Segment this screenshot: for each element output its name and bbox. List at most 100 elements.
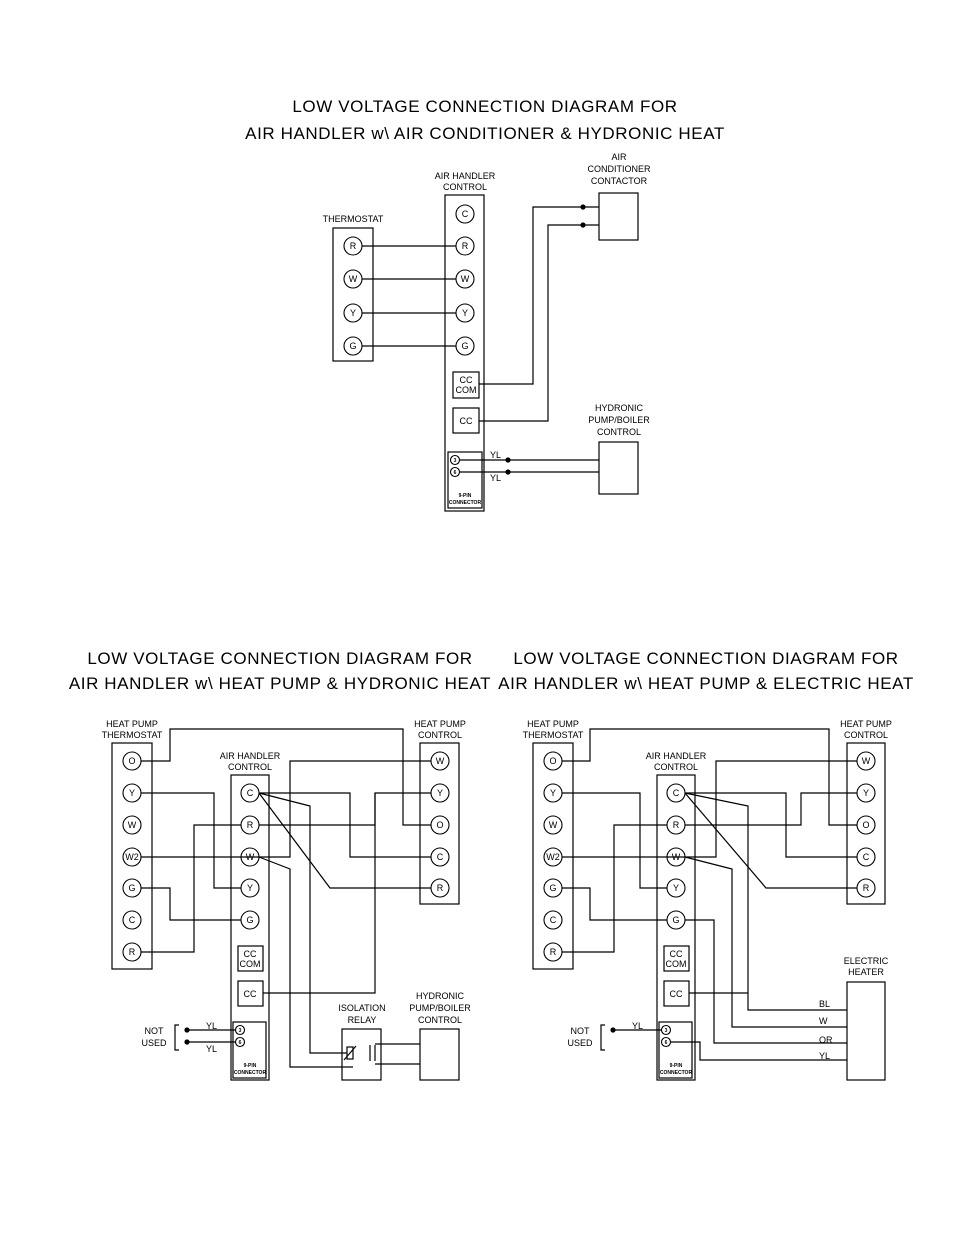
d2-pump-label-line1: HYDRONIC	[416, 991, 465, 1001]
d2-cc-com-label-line2: COM	[240, 959, 261, 969]
d3-thermostat-terminal: G	[543, 878, 563, 898]
d2-not-used-line2: USED	[141, 1038, 167, 1048]
d2-cc-com-terminal	[237, 945, 264, 972]
d3-thermostat-terminal: C	[543, 910, 563, 930]
d3-pin-6: 6	[660, 1036, 672, 1048]
svg-text:6: 6	[239, 1040, 242, 1046]
d1-connector-label-line2: CONNECTOR	[449, 500, 482, 506]
d3-air-handler-terminal: C	[666, 783, 686, 803]
d2-air-handler-terminal: C	[240, 783, 260, 803]
d2-thermostat-terminal: G	[122, 878, 142, 898]
svg-text:R: R	[437, 883, 444, 893]
d3-thermostat-terminal: W	[543, 815, 563, 835]
d2-thermostat-label-line1: HEAT PUMP	[106, 719, 158, 729]
d2-hp-control-label-line1: HEAT PUMP	[414, 719, 466, 729]
svg-text:O: O	[862, 820, 869, 830]
d2-9pin-connector	[232, 1021, 267, 1079]
d3-hp-control-terminal: W	[856, 751, 876, 771]
svg-text:O: O	[436, 820, 443, 830]
svg-text:R: R	[550, 947, 557, 957]
d2-thermostat-label-line2: THERMOSTAT	[102, 730, 163, 740]
svg-text:R: R	[462, 241, 469, 251]
d3-heater-box	[846, 981, 886, 1081]
d2-hp-control-terminal: W	[430, 751, 450, 771]
d1-air-handler-label-line2: CONTROL	[443, 182, 487, 192]
d3-thermostat-terminal: W2	[543, 847, 563, 867]
d3-heater-wire-label: W	[819, 1016, 828, 1026]
d3-hp-control-label-line1: HEAT PUMP	[840, 719, 892, 729]
d3-hp-control-terminal: O	[856, 815, 876, 835]
d1-cc-com-terminal	[452, 371, 480, 399]
d2-connector-label-line2: CONNECTOR	[234, 1070, 267, 1076]
d3-thermostat-terminal: O	[543, 751, 563, 771]
d3-heater-wire-label: BL	[819, 999, 830, 1009]
d2-wire-label-yl: YL	[206, 1021, 217, 1031]
svg-text:Y: Y	[863, 788, 869, 798]
d2-pump-label-line2: PUMP/BOILER	[409, 1003, 471, 1013]
d1-thermostat-terminal: Y	[343, 303, 363, 323]
d3-not-used-line2: USED	[567, 1038, 593, 1048]
svg-text:R: R	[863, 883, 870, 893]
d1-contactor-box	[598, 192, 639, 241]
diagram-heatpump-electric: LOW VOLTAGE CONNECTION DIAGRAM FOR AIR H…	[498, 649, 913, 1081]
d1-air-handler-terminal: Y	[455, 303, 475, 323]
svg-text:Y: Y	[550, 788, 556, 798]
svg-text:C: C	[129, 915, 136, 925]
d2-pin-3: 3	[234, 1024, 246, 1036]
diagram1-title-line1: LOW VOLTAGE CONNECTION DIAGRAM FOR	[292, 97, 677, 116]
svg-text:W2: W2	[125, 852, 139, 862]
svg-text:3: 3	[239, 1028, 242, 1034]
d1-thermostat-box	[332, 227, 374, 362]
d1-air-handler-box	[444, 194, 485, 512]
diagram-heatpump-hydronic: LOW VOLTAGE CONNECTION DIAGRAM FOR AIR H…	[69, 649, 491, 1081]
d3-cc-label: CC	[670, 989, 683, 999]
d3-wires	[562, 728, 857, 1061]
svg-text:G: G	[672, 915, 679, 925]
d2-pump-box	[419, 1028, 460, 1081]
d2-hp-control-label-line2: CONTROL	[418, 730, 462, 740]
d3-hp-control-label-line2: CONTROL	[844, 730, 888, 740]
d1-pump-box	[598, 441, 639, 495]
d2-not-used-line1: NOT	[145, 1026, 165, 1036]
d3-heater-wire-label: OR	[819, 1035, 833, 1045]
svg-text:R: R	[129, 947, 136, 957]
svg-text:W: W	[862, 756, 871, 766]
d2-air-handler-terminal: Y	[240, 878, 260, 898]
d2-cc-com-label-line1: CC	[244, 949, 257, 959]
diagram2-title-line1: LOW VOLTAGE CONNECTION DIAGRAM FOR	[87, 649, 472, 668]
d1-cc-label: CC	[460, 416, 473, 426]
svg-text:Y: Y	[350, 308, 356, 318]
d1-air-handler-terminal: W	[455, 269, 475, 289]
d2-thermostat-terminal: W2	[122, 847, 142, 867]
d1-pump-label-line1: HYDRONIC	[595, 403, 644, 413]
svg-text:6: 6	[665, 1040, 668, 1046]
d1-wire-label-yl: YL	[490, 450, 501, 460]
d3-air-handler-label-line1: AIR HANDLER	[646, 751, 707, 761]
d1-air-handler-label-line1: AIR HANDLER	[435, 171, 496, 181]
svg-text:C: C	[437, 852, 444, 862]
svg-text:O: O	[128, 756, 135, 766]
svg-text:C: C	[247, 788, 254, 798]
d3-wire-label-yl: YL	[632, 1021, 643, 1031]
d3-thermostat-label-line2: THERMOSTAT	[523, 730, 584, 740]
d3-air-handler-terminal: R	[666, 815, 686, 835]
d3-connector-label-line2: CONNECTOR	[660, 1070, 693, 1076]
svg-text:G: G	[549, 883, 556, 893]
svg-text:W: W	[461, 274, 470, 284]
d2-thermostat-terminal: Y	[122, 783, 142, 803]
d1-thermostat-terminal: W	[343, 269, 363, 289]
d1-thermostat-label: THERMOSTAT	[323, 214, 384, 224]
d3-heater-wire-label: YL	[819, 1051, 830, 1061]
svg-text:W: W	[436, 756, 445, 766]
d2-air-handler-terminal: G	[240, 910, 260, 930]
d2-relay-box	[341, 1028, 382, 1081]
d3-connector-label-line1: 9-PIN	[670, 1063, 683, 1069]
d1-contactor-label-line1: AIR	[611, 152, 627, 162]
svg-text:R: R	[247, 820, 254, 830]
d2-relay-label-line1: ISOLATION	[338, 1003, 385, 1013]
svg-text:C: C	[462, 209, 469, 219]
d3-hp-control-terminal: C	[856, 847, 876, 867]
d3-air-handler-terminal: G	[666, 910, 686, 930]
d2-thermostat-terminal: C	[122, 910, 142, 930]
